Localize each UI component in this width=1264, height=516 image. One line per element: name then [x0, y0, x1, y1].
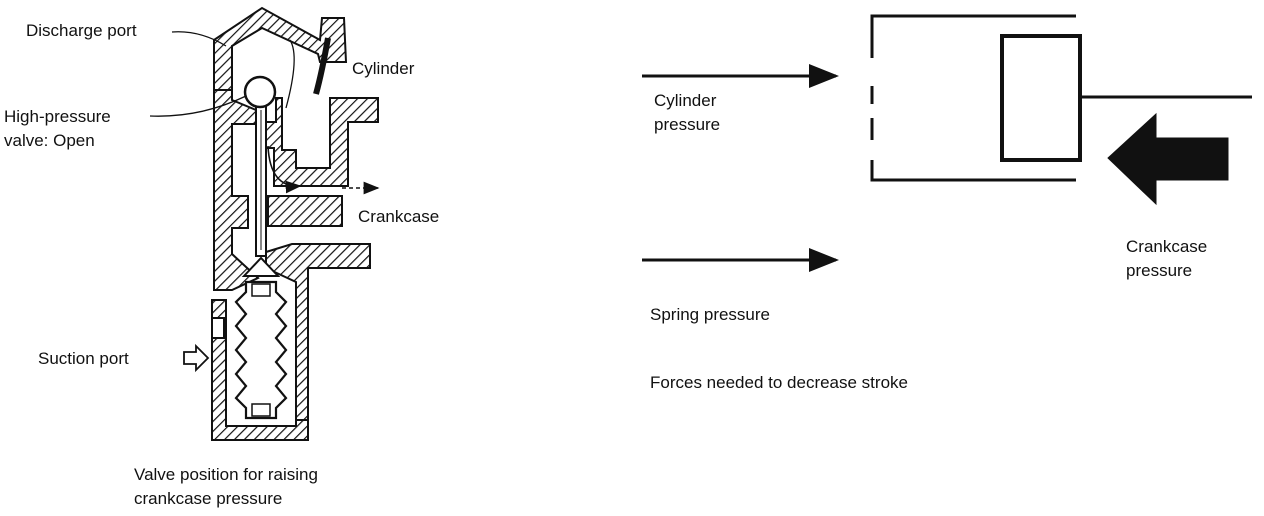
high-pressure-valve-label-line1: High-pressure [4, 107, 111, 126]
suction-inlet-wall [211, 317, 225, 339]
valve-caption-line2: crankcase pressure [134, 489, 283, 508]
piston [1000, 34, 1082, 162]
force-diagram-caption: Forces needed to decrease stroke [650, 373, 908, 392]
discharge-port-label: Discharge port [26, 21, 137, 40]
flow-arrow-1 [267, 145, 302, 194]
force-diagram [642, 14, 1252, 272]
lower-passage-wall [265, 243, 371, 421]
crankcase-pressure-arrow [1107, 112, 1229, 206]
high-pressure-valve-label-line2: valve: Open [4, 131, 95, 150]
piston-chamber [870, 14, 1076, 182]
cylinder-leader [285, 39, 295, 109]
high-pressure-valve-ball [243, 75, 277, 109]
crankcase-pressure-label-line2: pressure [1126, 261, 1193, 280]
crankcase-label: Crankcase [358, 207, 440, 226]
cylinder-label: Cylinder [352, 59, 415, 78]
valve-cone [241, 256, 281, 277]
valve-caption-line1: Valve position for raising [134, 465, 318, 484]
cylinder-side-wall [261, 97, 379, 187]
spring-pressure-label: Spring pressure [650, 305, 771, 324]
control-valve-cross-section [149, 6, 380, 441]
bellows-housing [211, 299, 309, 441]
crankcase-pressure-label-line1: Crankcase [1126, 237, 1208, 256]
discharge-port-leader [171, 31, 227, 47]
bellows [234, 280, 288, 420]
suction-port-arrow [183, 343, 210, 373]
cylinder-wall-arc [313, 37, 331, 95]
cylinder-pressure-label-line1: Cylinder [654, 91, 717, 110]
crankcase-partition [267, 195, 343, 227]
suction-port-label: Suction port [38, 349, 129, 368]
cylinder-pressure-label-line2: pressure [654, 115, 721, 134]
left-outer-wall [213, 89, 260, 291]
high-pressure-valve-leader [149, 95, 247, 117]
